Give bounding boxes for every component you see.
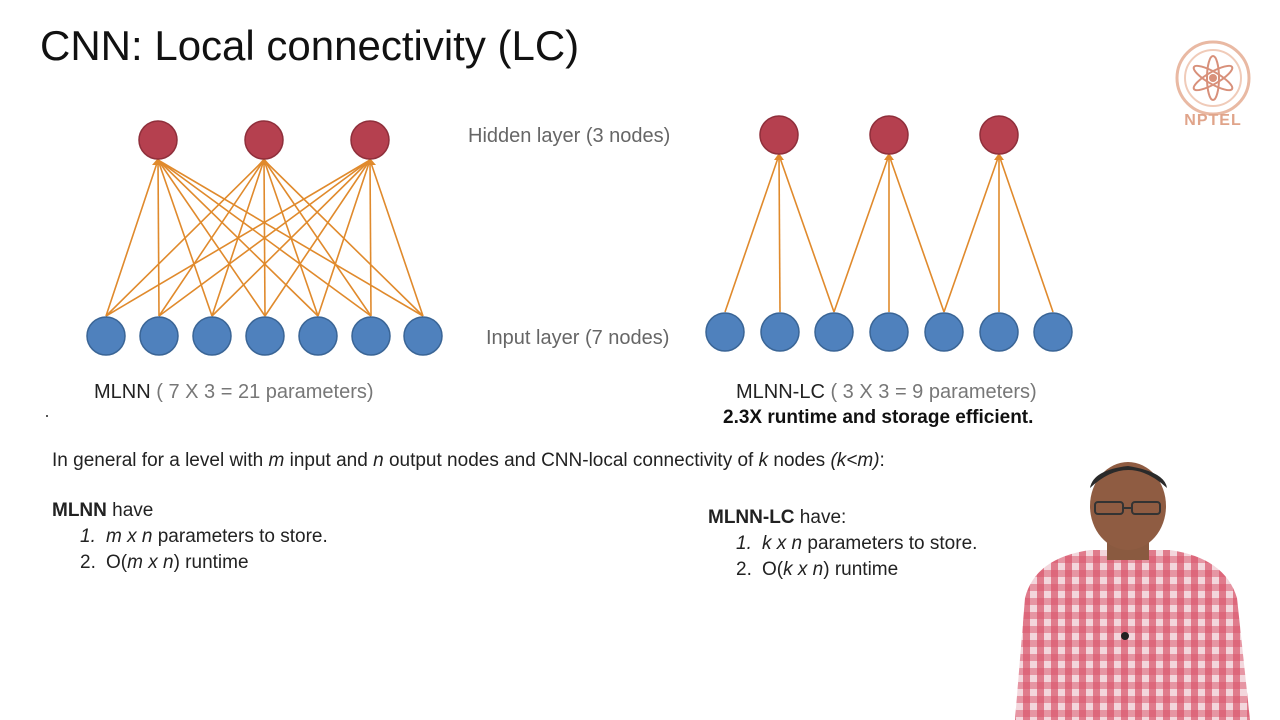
input-node — [869, 312, 909, 352]
mlnn-lc-name: MLNN-LC — [736, 381, 825, 403]
mlnn-lc-params: ( 3 X 3 = 9 parameters) — [830, 381, 1037, 403]
arrowhead-icon — [994, 153, 1004, 160]
mlnn-lc-edge — [943, 154, 1000, 313]
mlnn-edge — [105, 159, 159, 317]
mlnn-lc-block-bold: MLNN-LC — [708, 507, 795, 528]
item-number: 2. — [736, 559, 752, 580]
mlnn-lc-block-title: MLNN-LC have: — [708, 507, 846, 529]
var-n: n — [373, 450, 384, 471]
input-node — [139, 316, 179, 356]
input-node — [192, 316, 232, 356]
item-expr: k x n — [783, 559, 824, 580]
mlnn-edge — [158, 159, 371, 317]
general-text-5: : — [879, 450, 885, 471]
speaker-video — [1015, 462, 1250, 720]
mlnn-block-title: MLNN have — [52, 500, 153, 522]
mlnn-params: ( 7 X 3 = 21 parameters) — [156, 381, 374, 403]
mlnn-edge — [211, 159, 371, 317]
input-node — [298, 316, 338, 356]
input-node — [705, 312, 745, 352]
item-expr: m x n — [127, 552, 174, 573]
input-node — [924, 312, 964, 352]
input-node — [1033, 312, 1073, 352]
mlnn-lc-params-label: MLNN-LC ( 3 X 3 = 9 parameters) — [736, 381, 1037, 404]
general-statement: In general for a level with m input and … — [52, 450, 885, 472]
item-pre: O( — [762, 559, 784, 580]
general-text-2: input and — [284, 450, 374, 471]
hidden-node — [869, 115, 909, 155]
item-text: ) runtime — [823, 559, 899, 580]
mlnn-lc-edge — [778, 154, 781, 313]
input-node — [86, 316, 126, 356]
mlnn-edge — [369, 159, 424, 317]
mlnn-params-label: MLNN ( 7 X 3 = 21 parameters) — [94, 381, 374, 404]
stray-dot — [46, 415, 48, 417]
hidden-node — [979, 115, 1019, 155]
mlnn-lc-edge — [998, 154, 1054, 313]
mlnn-item-1: 1. m x n parameters to store. — [80, 526, 328, 548]
mlnn-item-2: 2. O(m x n) runtime — [80, 552, 249, 574]
mlnn-lc-item-1: 1. k x n parameters to store. — [736, 533, 977, 555]
mlnn-lc-edge — [833, 154, 890, 313]
mlnn-edge — [317, 159, 371, 317]
mlnn-name: MLNN — [94, 381, 151, 403]
hidden-node — [244, 120, 284, 160]
item-number: 1. — [736, 533, 752, 554]
input-node — [979, 312, 1019, 352]
mlnn-edge — [157, 159, 160, 317]
item-expr: m x n — [106, 526, 153, 547]
item-text: parameters to store. — [802, 533, 978, 554]
mlnn-edge — [158, 159, 265, 317]
input-node — [760, 312, 800, 352]
general-text-1: In general for a level with — [52, 450, 269, 471]
nptel-logo-icon — [1175, 40, 1251, 116]
input-node — [814, 312, 854, 352]
efficiency-note: 2.3X runtime and storage efficient. — [723, 407, 1034, 428]
input-layer-label: Input layer (7 nodes) — [486, 327, 670, 349]
arrowhead-icon — [258, 158, 270, 165]
mlnn-lc-edge — [778, 154, 835, 313]
input-node — [351, 316, 391, 356]
item-pre: O( — [106, 552, 128, 573]
hidden-node — [138, 120, 178, 160]
var-m: m — [268, 450, 285, 471]
mlnn-edge — [264, 159, 371, 317]
mlnn-edge — [105, 159, 371, 317]
input-node — [245, 316, 285, 356]
arrowhead-icon — [364, 158, 376, 165]
logo-text: NPTEL — [1184, 112, 1242, 129]
item-text: ) runtime — [173, 552, 249, 573]
mlnn-edge — [105, 159, 265, 317]
item-expr: k x n — [762, 533, 803, 554]
mlnn-lc-item-2: 2. O(k x n) runtime — [736, 559, 898, 581]
arrowhead-icon — [774, 153, 784, 160]
mlnn-block-rest: have — [106, 500, 154, 521]
hidden-layer-label: Hidden layer (3 nodes) — [468, 125, 671, 147]
input-node — [403, 316, 443, 356]
slide-title: CNN: Local connectivity (LC) — [40, 22, 580, 69]
mlnn-lc-edge — [724, 154, 780, 313]
mlnn-lc-edge — [888, 154, 945, 313]
mlnn-lc-block-rest: have: — [794, 507, 847, 528]
hidden-node — [759, 115, 799, 155]
var-k: k — [758, 450, 769, 471]
arrowhead-icon — [884, 153, 894, 160]
hidden-node — [350, 120, 390, 160]
item-number: 2. — [80, 552, 96, 573]
mlnn-block-bold: MLNN — [52, 500, 107, 521]
condition-k-less-m: (k<m) — [830, 450, 880, 471]
item-number: 1. — [80, 526, 96, 547]
general-text-4: nodes — [768, 450, 831, 471]
arrowhead-icon — [152, 158, 164, 165]
item-text: parameters to store. — [152, 526, 328, 547]
mlnn-edge — [369, 159, 372, 317]
general-text-3: output nodes and CNN-local connectivity … — [383, 450, 759, 471]
